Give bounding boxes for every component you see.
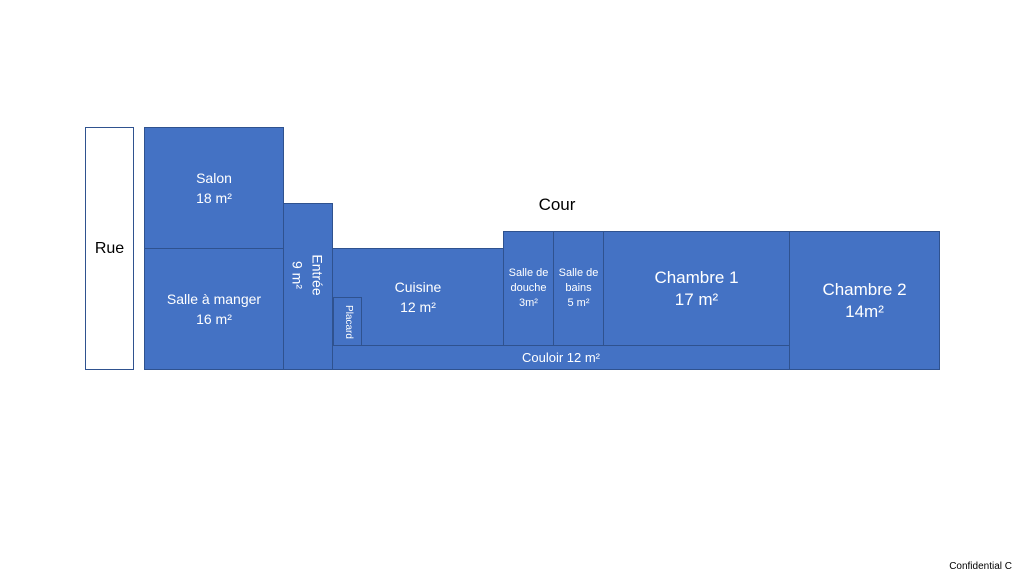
street-rue: Rue bbox=[85, 127, 134, 370]
room-entree: Entrée 9 m² bbox=[283, 203, 333, 370]
salle-de-bains-line1: Salle de bbox=[558, 267, 599, 279]
salle-a-manger-name: Salle à manger bbox=[166, 291, 262, 307]
placard-label-group: Placard bbox=[342, 305, 354, 339]
room-salle-de-douche: Salle de douche 3m² bbox=[503, 231, 554, 346]
salle-de-bains-line2: bains bbox=[565, 282, 592, 294]
salle-de-douche-line1: Salle de bbox=[508, 267, 549, 279]
room-salle-a-manger: Salle à manger 16 m² bbox=[144, 248, 284, 370]
couloir-name: Couloir 12 m² bbox=[521, 349, 601, 365]
room-placard: Placard bbox=[333, 297, 362, 346]
room-chambre-2: Chambre 2 14m² bbox=[789, 231, 940, 370]
cuisine-area: 12 m² bbox=[400, 299, 436, 315]
room-salon: Salon 18 m² bbox=[144, 127, 284, 249]
chambre-1-name: Chambre 1 bbox=[654, 267, 739, 287]
salle-a-manger-area: 16 m² bbox=[196, 311, 232, 327]
room-chambre-1: Chambre 1 17 m² bbox=[603, 231, 790, 346]
entree-name: Entrée bbox=[310, 253, 326, 296]
cuisine-name: Cuisine bbox=[394, 279, 442, 295]
room-couloir: Couloir 12 m² bbox=[332, 345, 790, 370]
salle-de-bains-area: 5 m² bbox=[567, 297, 590, 309]
entree-label-group: Entrée 9 m² bbox=[288, 254, 328, 295]
salon-area: 18 m² bbox=[196, 190, 232, 206]
salle-de-douche-area: 3m² bbox=[519, 297, 538, 309]
rue-label: Rue bbox=[94, 239, 125, 257]
salon-name: Salon bbox=[196, 170, 232, 186]
room-salle-de-bains: Salle de bains 5 m² bbox=[553, 231, 604, 346]
cour-label: Cour bbox=[538, 195, 576, 214]
chambre-2-name: Chambre 2 bbox=[822, 279, 907, 299]
entree-area: 9 m² bbox=[290, 260, 306, 289]
chambre-2-area: 14m² bbox=[845, 301, 884, 321]
placard-name: Placard bbox=[342, 304, 354, 339]
confidential-label: Confidential C bbox=[949, 561, 1012, 572]
chambre-1-area: 17 m² bbox=[674, 289, 719, 309]
salle-de-douche-line2: douche bbox=[510, 282, 547, 294]
